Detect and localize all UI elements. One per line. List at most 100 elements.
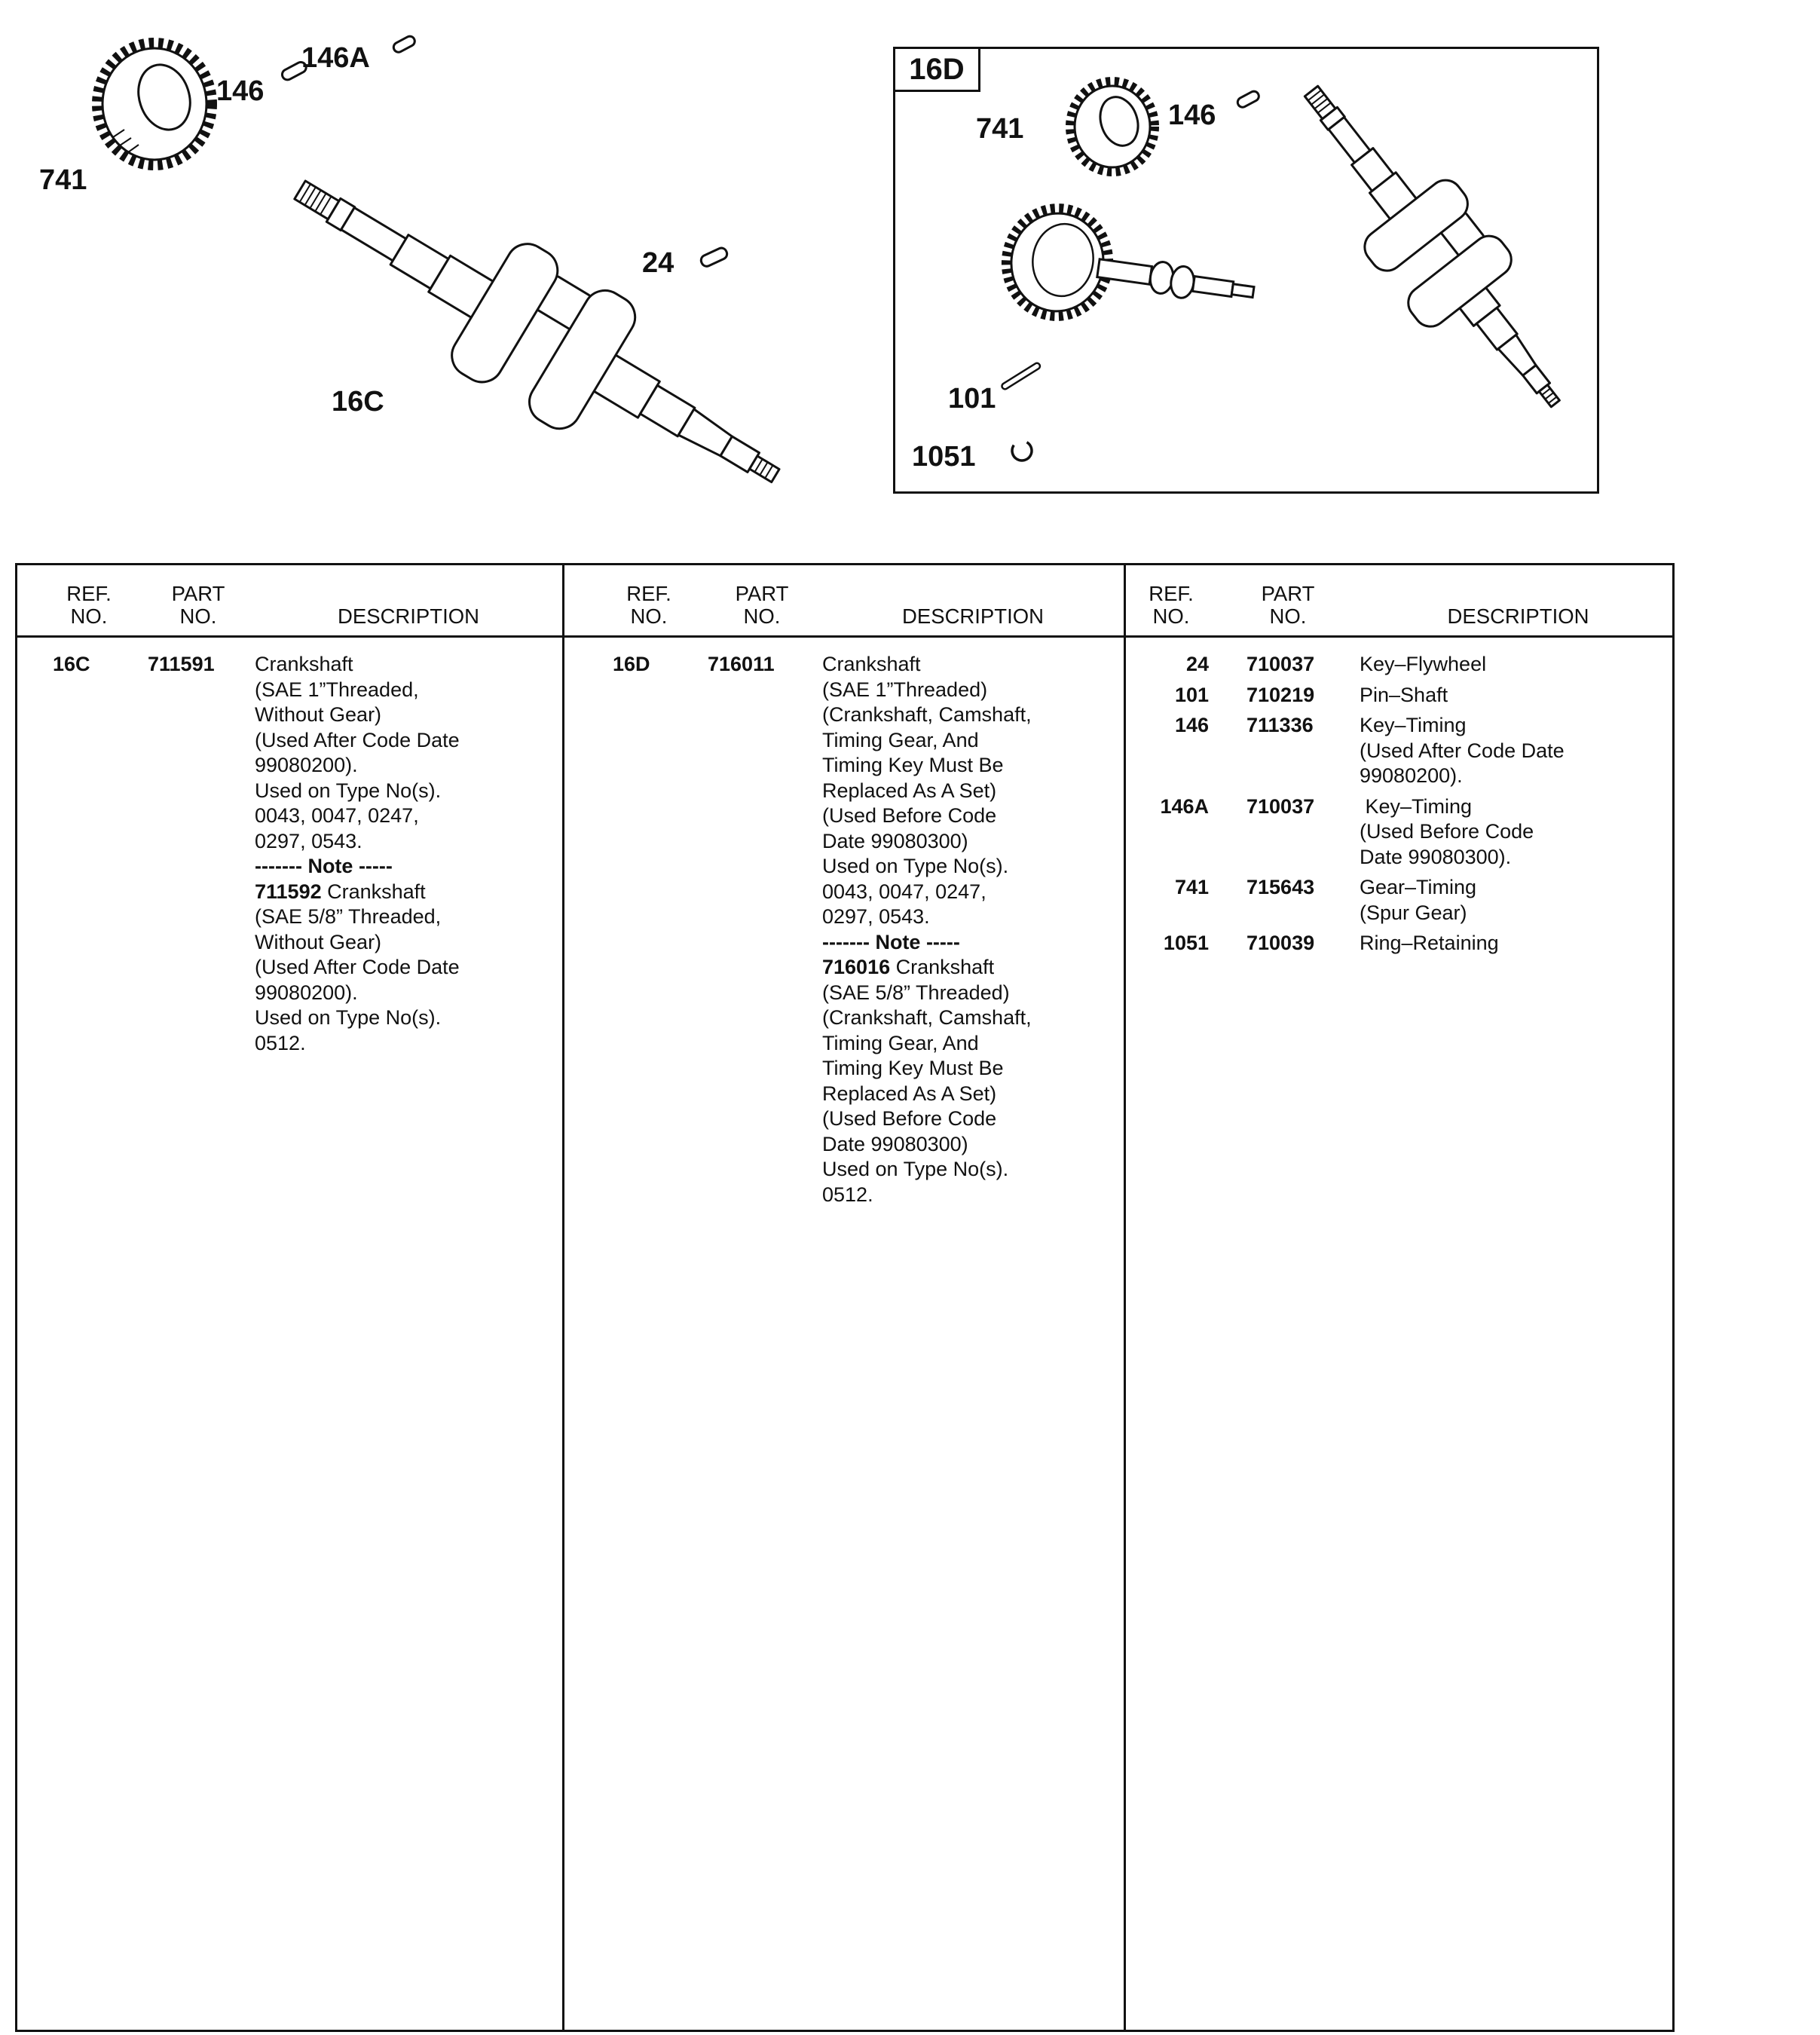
description-line: ------- Note ----- xyxy=(255,855,393,877)
description-line: Gear–Timing xyxy=(1360,876,1477,898)
header-description: DESCRIPTION xyxy=(902,604,1044,628)
ref-no-cell: 101 xyxy=(1174,683,1209,706)
retaining-ring-icon xyxy=(1011,439,1033,462)
description-line: (SAE 5/8” Threaded, xyxy=(255,905,442,928)
description-line: Used on Type No(s). xyxy=(255,1006,442,1029)
description-line: (Crankshaft, Camshaft, xyxy=(822,703,1032,726)
callout-741: 741 xyxy=(39,164,87,196)
description-line: (SAE 5/8” Threaded) xyxy=(822,981,1010,1004)
description-line: Used on Type No(s). xyxy=(822,855,1009,877)
table-column-divider xyxy=(562,565,564,2030)
callout-24: 24 xyxy=(642,247,674,279)
description-line: 99080200). xyxy=(255,981,358,1004)
description-line: 711592 Crankshaft xyxy=(255,880,426,903)
header-ref-no: REF.NO. xyxy=(66,582,112,628)
description-line: Date 99080300) xyxy=(822,1132,968,1155)
description-line: Ring–Retaining xyxy=(1360,932,1499,954)
ref-no-cell: 741 xyxy=(1174,876,1209,898)
callout-16c: 16C xyxy=(332,386,384,418)
description-cell: Gear–Timing (Spur Gear) xyxy=(1360,875,1677,926)
description-line: (SAE 1”Threaded, xyxy=(255,678,419,701)
part-no-cell: 710039 xyxy=(1246,932,1315,954)
callout-741: 741 xyxy=(976,113,1024,145)
description-line: Date 99080300). xyxy=(1360,845,1512,868)
header-ref-no: REF.NO. xyxy=(626,582,671,628)
header-description: DESCRIPTION xyxy=(338,604,479,628)
description-line: 0512. xyxy=(255,1031,306,1054)
description-line: 0297, 0543. xyxy=(822,905,930,928)
description-line: Crankshaft xyxy=(255,653,353,675)
key-icon xyxy=(1236,90,1260,109)
description-line: Replaced As A Set) xyxy=(822,779,997,802)
crankshaft-icon xyxy=(1303,84,1561,409)
description-line: 716016 Crankshaft xyxy=(822,956,995,978)
camshaft-icon xyxy=(1001,204,1256,321)
ref-no-cell: 16D xyxy=(613,653,650,675)
table-header-divider xyxy=(17,635,1672,638)
description-line: Timing Key Must Be xyxy=(822,1057,1004,1079)
part-no-cell: 711591 xyxy=(148,653,215,675)
description-line: Key–Flywheel xyxy=(1360,653,1487,675)
description-line: 99080200). xyxy=(1360,764,1463,787)
description-line: 99080200). xyxy=(255,754,358,776)
description-line: (Used After Code Date xyxy=(255,728,460,751)
description-line: (Spur Gear) xyxy=(1360,901,1467,924)
key-icon xyxy=(280,61,307,81)
timing-gear-icon xyxy=(1066,77,1159,176)
part-entry: 16D 716011 Crankshaft (SAE 1”Threaded)(Cran… xyxy=(596,652,1124,1207)
description-line: Key–Timing xyxy=(1360,714,1467,736)
description-line: Timing Gear, And xyxy=(822,728,979,751)
callout-146a: 146A xyxy=(301,42,370,74)
description-line: (Used Before Code xyxy=(822,1107,997,1130)
description-line: (Used Before Code xyxy=(1360,820,1534,843)
description-line: Used on Type No(s). xyxy=(822,1158,1009,1180)
description-line: Used on Type No(s). xyxy=(255,779,442,802)
crankshaft-icon xyxy=(293,179,781,484)
description-cell: Crankshaft (SAE 1”Threaded)(Crankshaft, C… xyxy=(822,652,1124,1207)
description-line: 0512. xyxy=(822,1183,873,1206)
description-line: ------- Note ----- xyxy=(822,930,960,953)
description-line: Replaced As A Set) xyxy=(822,1082,997,1105)
description-line: (SAE 1”Threaded) xyxy=(822,678,988,701)
description-cell: Key–Flywheel xyxy=(1360,652,1677,678)
callout-146: 146 xyxy=(1168,99,1216,131)
callout-1051: 1051 xyxy=(912,441,976,473)
part-no-cell: 716011 xyxy=(708,653,775,675)
description-line: (Used After Code Date xyxy=(255,956,460,978)
table-column-body: 16D 716011 Crankshaft (SAE 1”Threaded)(Cran… xyxy=(596,635,1124,1207)
description-line: Timing Key Must Be xyxy=(822,754,1004,776)
description-cell: Pin–Shaft xyxy=(1360,683,1677,708)
right-diagram-illustration xyxy=(1001,77,1561,462)
part-no-cell: 710037 xyxy=(1246,653,1315,675)
description-line: (Used Before Code xyxy=(822,804,997,827)
description-line: 0043, 0047, 0247, xyxy=(255,804,419,827)
description-cell: Ring–Retaining xyxy=(1360,931,1677,956)
callout-101: 101 xyxy=(948,383,996,415)
part-no-cell: 715643 xyxy=(1246,876,1315,898)
description-line: (Used After Code Date xyxy=(1360,739,1565,762)
part-no-cell: 710037 xyxy=(1246,794,1315,818)
description-line: Crankshaft xyxy=(822,653,921,675)
key-icon xyxy=(392,35,416,54)
timing-gear-icon xyxy=(92,38,217,170)
description-line: Pin–Shaft xyxy=(1360,683,1448,706)
part-entry: 101 710219 Pin–Shaft xyxy=(1126,683,1677,708)
part-no-cell: 710219 xyxy=(1246,683,1315,706)
